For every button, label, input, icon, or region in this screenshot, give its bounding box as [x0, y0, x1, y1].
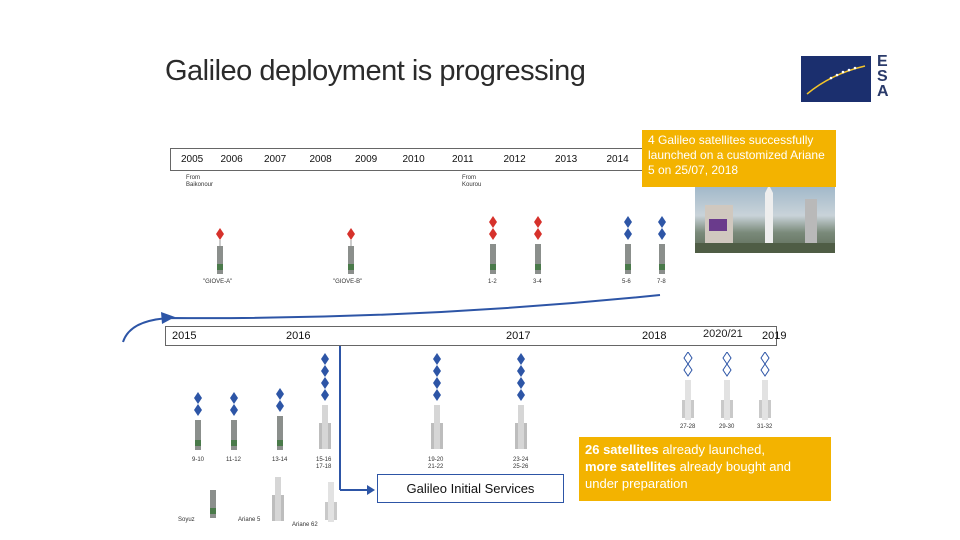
launch-label: 15-16 17-18 [316, 457, 332, 470]
launch-29-30 [720, 351, 734, 427]
launch-23-26 [514, 353, 528, 458]
year-label: 2012 [503, 154, 526, 165]
launch-label: 27-28 [680, 424, 696, 430]
legend-label: Ariane 5 [238, 517, 261, 523]
year-label: 2009 [355, 154, 378, 165]
note-kourou: From Kourou [462, 175, 482, 188]
year-label: 2010 [402, 154, 425, 165]
esa-logo: E S A [877, 53, 889, 100]
year-label: 2011 [452, 154, 474, 165]
services-connector-line [339, 346, 341, 490]
launch-1-2 [487, 216, 499, 283]
callout-ariane5-launch: 4 Galileo satellites successfully launch… [642, 130, 836, 187]
launch-label: 31-32 [757, 424, 773, 430]
year-label: 2020/21 [703, 328, 743, 340]
year-label: 2007 [264, 154, 287, 165]
legend-ariane5-icon [271, 477, 285, 528]
launch-giove-b [345, 228, 357, 283]
year-label: 2019 [762, 330, 787, 342]
launch-label: 7-8 [657, 279, 666, 285]
launch-9-10 [192, 392, 204, 459]
launch-label: 19-20 21-22 [428, 457, 444, 470]
wrap-arrow [122, 294, 661, 343]
year-label: 2013 [555, 154, 578, 165]
launch-label: 11-12 [226, 457, 241, 463]
callout-satellites-status: 26 satellites already launched, more sat… [579, 437, 831, 501]
timeline-2005-2014: 2005 2006 2007 2008 2009 2010 2011 2012 … [170, 148, 645, 171]
services-label: Galileo Initial Services [406, 481, 535, 496]
year-label: 2005 [181, 154, 204, 165]
callout-text: under preparation [585, 476, 688, 491]
launch-label: "GIOVE-A" [203, 279, 233, 285]
launch-31-32 [758, 351, 772, 427]
timeline-2015-2021: 2015 2016 2017 2018 2019 [165, 326, 786, 346]
arrow-head [367, 485, 375, 495]
launch-13-14 [274, 388, 286, 459]
callout-text: already bought and [676, 459, 791, 474]
launch-label: 3-4 [533, 279, 542, 285]
year-label: 2014 [606, 154, 629, 165]
callout-bold: more satellites [585, 459, 677, 474]
launch-15-18 [318, 353, 332, 458]
callout-text: already launched, [658, 442, 765, 457]
launch-giove-a [214, 228, 226, 283]
callout-bold: 26 satellites [585, 442, 659, 457]
year-label: 2018 [642, 330, 667, 342]
year-label: 2016 [286, 330, 311, 342]
launch-label: 5-6 [622, 279, 631, 285]
launch-5-6 [622, 216, 634, 283]
launch-label: 13-14 [272, 457, 288, 463]
year-label: 2008 [309, 154, 332, 165]
year-label: 2006 [220, 154, 243, 165]
legend-label: Ariane 62 [292, 522, 318, 528]
page-title: Galileo deployment is progressing [165, 55, 586, 87]
launch-label: "GIOVE-B" [333, 279, 363, 285]
launch-label: 23-24 25-26 [513, 457, 529, 470]
legend-soyuz-icon [208, 490, 218, 525]
launch-3-4 [532, 216, 544, 283]
launch-7-8 [656, 216, 668, 283]
note-baikonour: From Baikonour [186, 175, 214, 188]
year-label: 2015 [172, 330, 197, 342]
launch-27-28 [681, 351, 695, 427]
galileo-initial-services-box: Galileo Initial Services [377, 474, 564, 503]
launch-11-12 [228, 392, 240, 459]
launch-label: 1-2 [488, 279, 497, 285]
legend-ariane62-icon [324, 482, 338, 529]
services-connector-arrow [340, 489, 370, 491]
ariane5-launch-photo [695, 185, 835, 253]
legend-label: Soyuz [178, 517, 195, 523]
launch-label: 29-30 [719, 424, 735, 430]
launch-19-22 [430, 353, 444, 458]
galileo-logo [801, 56, 871, 102]
launch-label: 9-10 [192, 457, 205, 463]
year-label: 2017 [506, 330, 531, 342]
